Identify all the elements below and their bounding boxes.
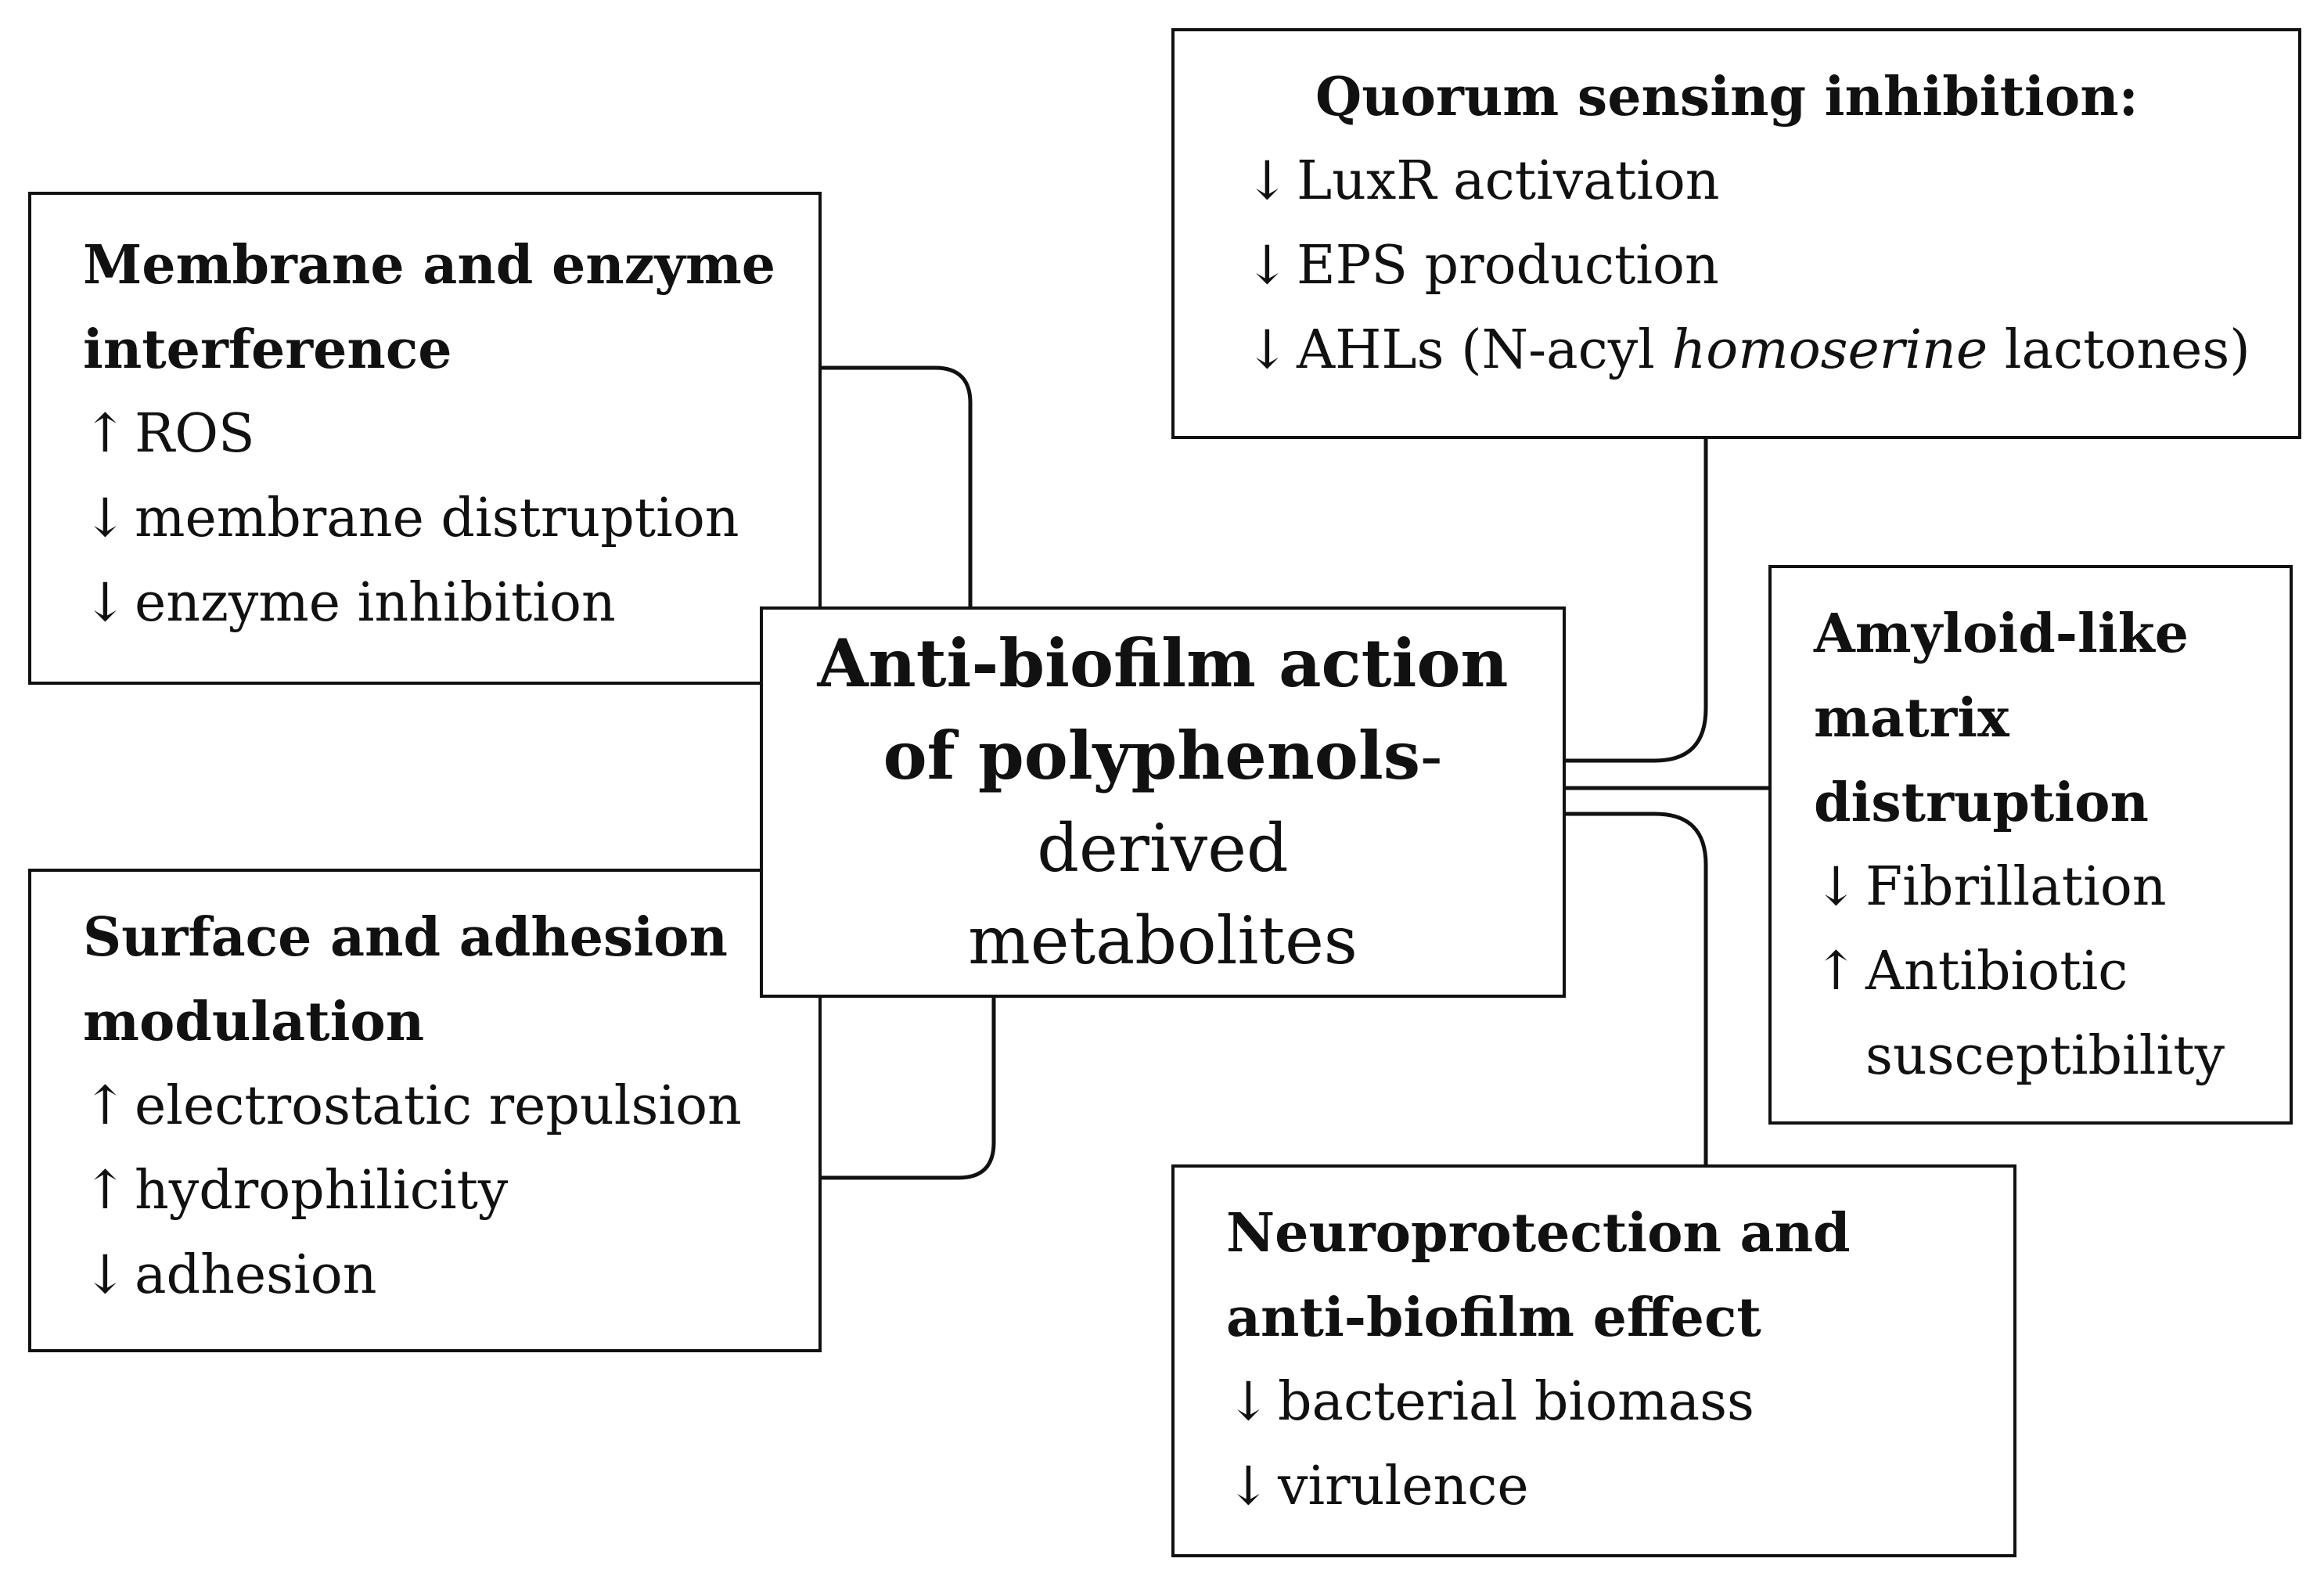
center-title-2-rest: -derived: [1037, 718, 1443, 887]
down-arrow-icon: ↓: [1814, 856, 1858, 918]
surface-title-1: Surface and adhesion: [83, 906, 728, 969]
amyloid-title-1: Amyloid-like: [1814, 603, 2189, 665]
center-title-1: Anti-biofilm action: [817, 624, 1509, 702]
membrane-item-text: membrane distruption: [135, 488, 739, 549]
surface-item-text: adhesion: [135, 1244, 377, 1306]
amyloid-item: ↓Fibrillation: [1814, 845, 2290, 930]
membrane-item: ↓membrane distruption: [83, 477, 818, 561]
down-arrow-icon: ↓: [1245, 319, 1290, 381]
membrane-item: ↑ROS: [83, 392, 818, 477]
neuro-item-text: bacterial biomass: [1278, 1371, 1754, 1433]
amyloid-title-3: distruption: [1814, 772, 2149, 834]
quorum-item-ahl: ↓AHLs (N-acyl homoserine lactones): [1245, 308, 2298, 393]
surface-adhesion-box: Surface and adhesion modulation ↑electro…: [28, 869, 822, 1352]
surface-item: ↑electrostatic repulsion: [83, 1064, 818, 1149]
up-arrow-icon: ↑: [1814, 941, 1858, 1002]
ahl-text-pre: AHLs (N-acyl: [1297, 319, 1672, 381]
down-arrow-icon: ↓: [83, 1244, 128, 1306]
amyloid-item-continuation: susceptibility: [1865, 1025, 2225, 1087]
connector-membrane: [822, 365, 973, 606]
quorum-item: ↓LuxR activation: [1245, 139, 2298, 224]
down-arrow-icon: ↓: [1245, 150, 1290, 212]
down-arrow-icon: ↓: [83, 488, 128, 549]
neuro-item: ↓virulence: [1226, 1445, 2013, 1529]
down-arrow-icon: ↓: [1226, 1371, 1271, 1433]
center-title-2-bold: of polyphenols: [883, 717, 1421, 794]
quorum-item-text: EPS production: [1297, 235, 1719, 297]
up-arrow-icon: ↑: [83, 403, 128, 465]
ahl-text-italic: homoserine: [1671, 319, 1988, 381]
connector-neuro: [1566, 812, 1708, 1164]
membrane-item-text: ROS: [135, 403, 255, 465]
center-title-2: of polyphenols-derived: [763, 710, 1563, 894]
amyloid-item-text: Antibiotic: [1865, 941, 2128, 1002]
quorum-item-text: LuxR activation: [1297, 150, 1720, 212]
amyloid-item-text: Fibrillation: [1865, 856, 2167, 918]
center-title-3: metabolites: [968, 902, 1358, 979]
membrane-title-2: interference: [83, 319, 452, 381]
membrane-item: ↓enzyme inhibition: [83, 561, 818, 646]
surface-title-2: modulation: [83, 991, 425, 1053]
surface-item-text: hydrophilicity: [135, 1160, 509, 1222]
surface-item: ↑hydrophilicity: [83, 1149, 818, 1233]
down-arrow-icon: ↓: [83, 572, 128, 634]
up-arrow-icon: ↑: [83, 1075, 128, 1137]
amyloid-title-2: matrix: [1814, 687, 2009, 750]
neuro-item-text: virulence: [1278, 1456, 1529, 1517]
central-concept-box: Anti-biofilm action of polyphenols-deriv…: [760, 606, 1566, 998]
quorum-title: Quorum sensing inhibition:: [1315, 66, 2139, 128]
quorum-sensing-box: Quorum sensing inhibition: ↓LuxR activat…: [1171, 28, 2301, 439]
neuroprotection-box: Neuroprotection and anti-biofilm effect …: [1171, 1164, 2016, 1557]
amyloid-item: ↑Antibiotic: [1814, 930, 2290, 1014]
membrane-title-1: Membrane and enzyme: [83, 234, 776, 297]
down-arrow-icon: ↓: [1226, 1456, 1271, 1517]
membrane-enzyme-box: Membrane and enzyme interference ↑ROS ↓m…: [28, 192, 822, 685]
quorum-item: ↓EPS production: [1245, 224, 2298, 308]
surface-item-text: electrostatic repulsion: [135, 1075, 742, 1137]
neuro-title-1: Neuroprotection and: [1226, 1202, 1851, 1265]
connector-surface: [822, 998, 996, 1180]
ahl-text-post: lactones): [1988, 319, 2250, 381]
connector-quorum: [1566, 439, 1708, 763]
neuro-title-2: anti-biofilm effect: [1226, 1287, 1761, 1349]
down-arrow-icon: ↓: [1245, 235, 1290, 297]
up-arrow-icon: ↑: [83, 1160, 128, 1222]
amyloid-matrix-box: Amyloid-like matrix distruption ↓Fibrill…: [1768, 565, 2293, 1125]
membrane-item-text: enzyme inhibition: [135, 572, 616, 634]
surface-item: ↓adhesion: [83, 1233, 818, 1318]
neuro-item: ↓bacterial biomass: [1226, 1360, 2013, 1445]
